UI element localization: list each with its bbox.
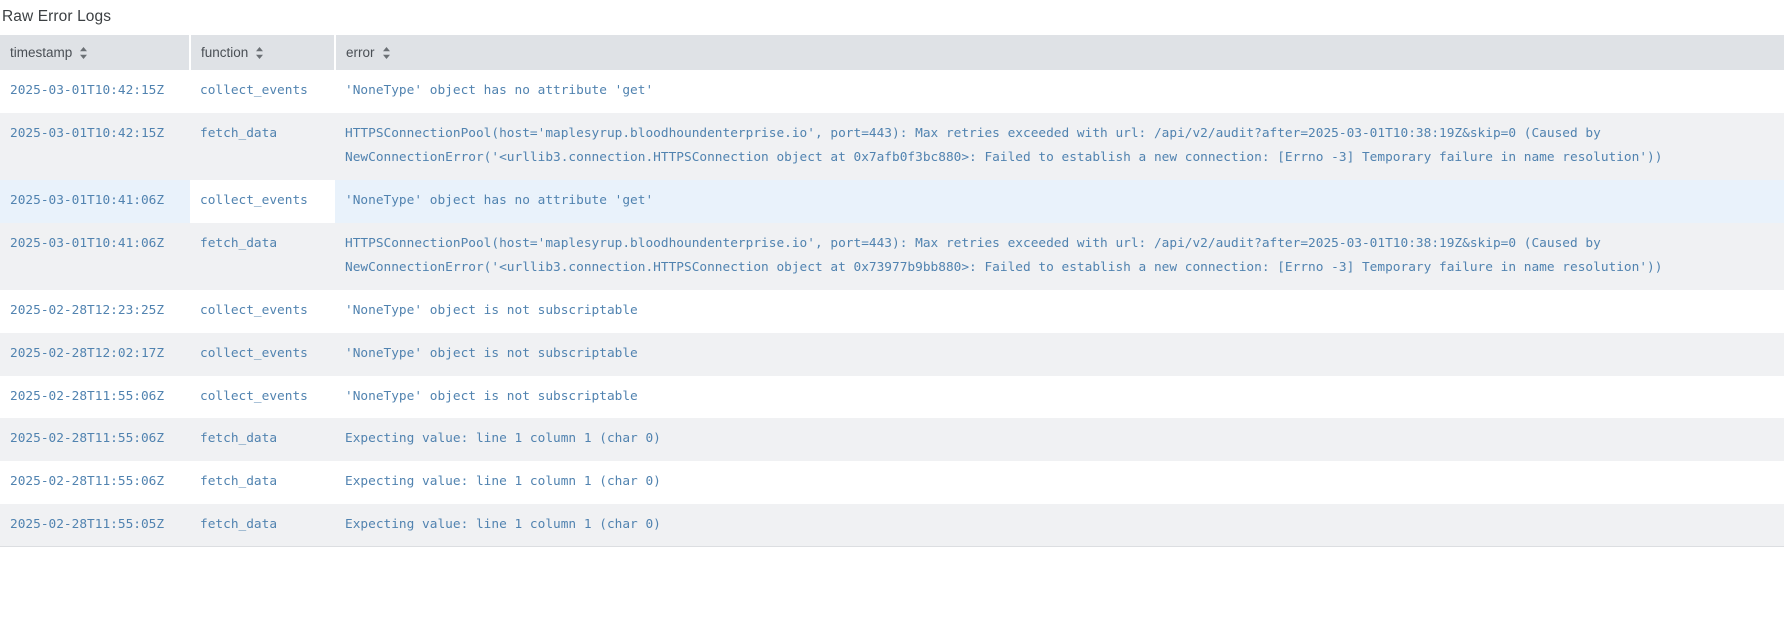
cell-timestamp: 2025-02-28T11:55:05Z (0, 503, 190, 548)
cell-error: HTTPSConnectionPool(host='maplesyrup.blo… (345, 125, 1663, 166)
table-row[interactable]: 2025-02-28T12:23:25Z collect_events 'NoneT… (0, 290, 1784, 333)
cell-timestamp: 2025-02-28T12:23:25Z (10, 303, 165, 319)
table-row[interactable]: 2025-03-01T10:42:15Z fetch_data HTTPSConne… (0, 112, 1784, 181)
cell-error: Expecting value: line 1 column 1 (char 0… (335, 503, 1784, 548)
cell-error: 'NoneType' object has no attribute 'get' (345, 83, 654, 98)
cell-function: collect_events (190, 180, 335, 223)
cell-timestamp: 2025-02-28T11:55:06Z (10, 388, 165, 404)
cell-function: fetch_data (200, 431, 278, 447)
cell-function: fetch_data (200, 125, 278, 141)
cell-error: 'NoneType' object is not subscriptable (345, 303, 638, 319)
column-header-function[interactable]: function (190, 35, 336, 70)
cell-function: fetch_data (200, 473, 278, 489)
column-header-error-label: error (346, 45, 375, 60)
table-header: timestamp function (0, 35, 1784, 70)
table-row[interactable]: 2025-03-01T10:41:06Z fetch_data HTTPSConne… (0, 222, 1784, 291)
cell-function: collect_events (200, 345, 308, 361)
cell-timestamp: 2025-03-01T10:42:15Z (10, 83, 165, 98)
table-row[interactable]: 2025-03-01T10:41:06Z collect_events 'NoneT… (0, 180, 1784, 223)
cell-function: collect_events (200, 388, 308, 404)
table-body: 2025-03-01T10:42:15Z collect_events 'NoneT… (0, 70, 1784, 548)
error-logs-table: timestamp function (0, 35, 1784, 548)
sort-updown-icon[interactable] (382, 46, 391, 60)
cell-error: 'NoneType' object has no attribute 'get' (345, 193, 654, 209)
cell-timestamp: 2025-03-01T10:42:15Z (10, 125, 165, 141)
column-header-timestamp[interactable]: timestamp (0, 35, 191, 70)
table-row[interactable]: 2025-02-28T11:55:06Z fetch_data Expecting … (0, 418, 1784, 461)
cell-error: 'NoneType' object is not subscriptable (345, 345, 638, 361)
cell-timestamp: 2025-02-28T11:55:06Z (10, 431, 165, 447)
cell-timestamp: 2025-02-28T11:55:06Z (10, 473, 165, 489)
table-row[interactable]: 2025-02-28T11:55:06Z collect_events 'NoneT… (0, 375, 1784, 419)
cell-error: 'NoneType' object is not subscriptable (345, 388, 638, 404)
table-row[interactable]: 2025-03-01T10:42:15Z collect_events 'NoneT… (0, 70, 1784, 113)
sort-updown-icon[interactable] (79, 46, 88, 60)
page-title: Raw Error Logs (2, 8, 112, 25)
table-row[interactable]: 2025-02-28T12:02:17Z collect_events 'NoneT… (0, 332, 1784, 376)
column-header-timestamp-label: timestamp (10, 45, 73, 60)
cell-function: collect_events (200, 303, 308, 319)
column-header-error[interactable]: error (335, 35, 1784, 70)
column-header-function-label: function (201, 45, 249, 60)
table-header-row: timestamp function (0, 35, 1784, 70)
cell-function: fetch_data (200, 235, 278, 251)
raw-error-logs-panel: Raw Error Logs timestamp (0, 8, 1784, 548)
cell-function: collect_events (200, 83, 308, 98)
cell-function: fetch_data (190, 503, 335, 548)
cell-error: Expecting value: line 1 column 1 (char 0… (345, 473, 661, 489)
cell-timestamp: 2025-03-01T10:41:06Z (10, 235, 165, 251)
cell-timestamp: 2025-02-28T12:02:17Z (10, 345, 165, 361)
table-row[interactable]: 2025-02-28T11:55:06Z fetch_data Expecting … (0, 460, 1784, 504)
sort-updown-icon[interactable] (255, 46, 264, 60)
cell-error: HTTPSConnectionPool(host='maplesyrup.blo… (345, 235, 1663, 276)
cell-timestamp: 2025-03-01T10:41:06Z (10, 193, 165, 209)
cell-error: Expecting value: line 1 column 1 (char 0… (345, 431, 661, 447)
